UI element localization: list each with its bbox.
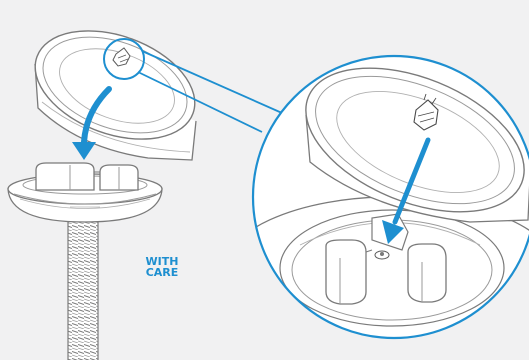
left-sensor-assembly — [7, 30, 283, 360]
coil-cable — [67, 203, 99, 360]
zoom-connector-top — [141, 50, 283, 114]
magnified-view — [251, 54, 529, 340]
callout-line-2: CARE — [145, 266, 179, 279]
right-direction-arrow — [382, 137, 431, 244]
base-pods — [35, 162, 139, 191]
left-direction-arrow — [72, 86, 112, 160]
sensor-cap — [34, 30, 197, 161]
callout-line-1: WITH — [145, 255, 179, 268]
zoom-connector-bottom — [137, 71, 263, 133]
with-care-callout: WITH CARE — [142, 256, 182, 278]
zoom-source-circle — [103, 38, 145, 80]
zoom-circle — [251, 54, 529, 340]
